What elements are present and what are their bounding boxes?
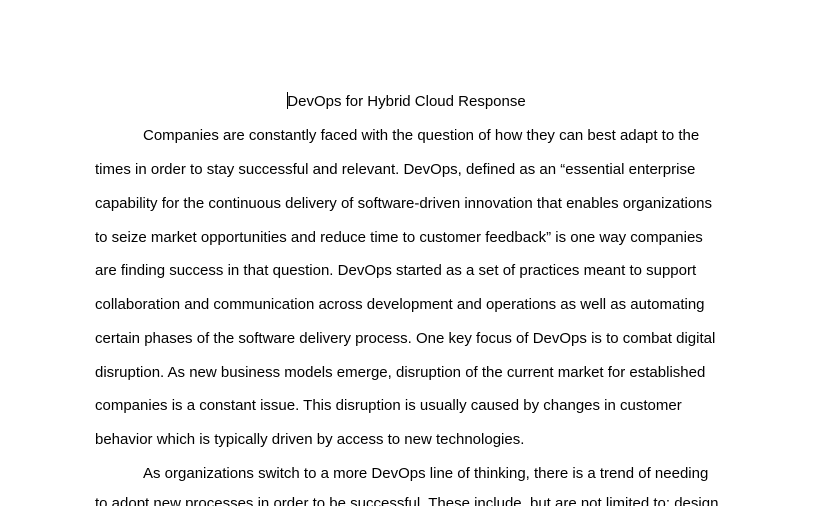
paragraph-1-line-10: behavior which is typically driven by ac… bbox=[95, 431, 525, 448]
paragraph-1-line-3: capability for the continuous delivery o… bbox=[95, 195, 713, 212]
paragraph-1-line-5: are finding success in that question. De… bbox=[95, 262, 697, 279]
paragraph-2-line-1: As organizations switch to a more DevOps… bbox=[143, 465, 709, 482]
paragraph-1-line-7: certain phases of the software delivery … bbox=[95, 330, 716, 347]
paragraph-1-line-2: times in order to stay successful and re… bbox=[95, 161, 696, 178]
paragraph-1-line-8: disruption. As new business models emerg… bbox=[95, 364, 706, 381]
paragraph-1-line-6: collaboration and communication across d… bbox=[95, 296, 705, 313]
paragraph-1-line-4: to seize market opportunities and reduce… bbox=[95, 229, 703, 246]
paragraph-2-line-2: to adopt new processes in order to be su… bbox=[95, 495, 719, 506]
document-title: DevOps for Hybrid Cloud Response bbox=[0, 92, 813, 112]
paragraph-1-line-1: Companies are constantly faced with the … bbox=[143, 127, 700, 144]
text-cursor bbox=[287, 92, 289, 109]
document-title-text: DevOps for Hybrid Cloud Response bbox=[287, 93, 526, 110]
paragraph-1-line-9: companies is a constant issue. This disr… bbox=[95, 397, 682, 414]
